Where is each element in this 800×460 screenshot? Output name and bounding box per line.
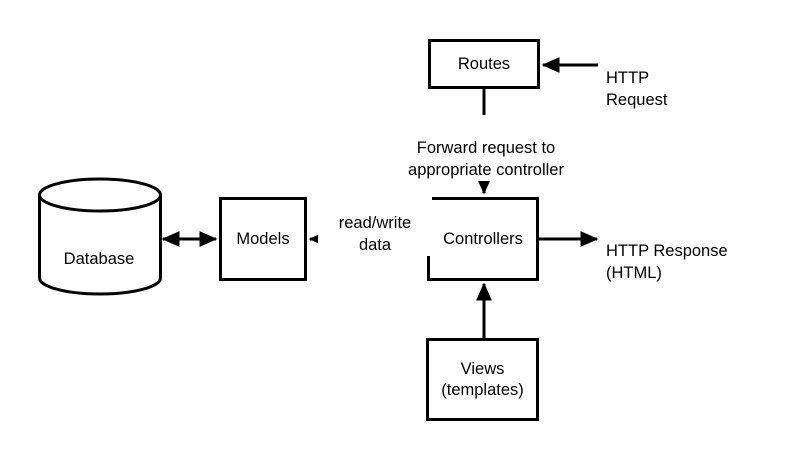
annotation-http-request-text: HTTP Request [606,69,668,109]
node-controllers-label: Controllers [443,229,523,248]
node-database[interactable]: Database [38,228,160,291]
annotation-http-request: HTTP Request [604,45,670,111]
database-cylinder-shape [38,177,162,296]
node-database-label: Database [63,250,135,268]
node-routes-label: Routes [457,54,511,73]
node-routes[interactable]: Routes [428,39,540,89]
annotation-http-response: HTTP Response (HTML) [604,218,730,284]
node-models-label: Models [236,229,290,248]
node-views[interactable]: Views (templates) [426,338,539,421]
annotation-http-response-text: HTTP Response (HTML) [606,242,728,282]
annotation-read-write-data: read/write data [318,190,432,256]
annotation-forward-request-text: Forward request to appropriate controlle… [408,139,564,179]
annotation-forward-request: Forward request to appropriate controlle… [384,115,588,181]
annotation-read-write-data-text: read/write data [338,214,412,254]
node-models[interactable]: Models [219,197,307,281]
node-views-label: Views (templates) [441,359,524,399]
node-controllers[interactable]: Controllers [427,197,539,281]
